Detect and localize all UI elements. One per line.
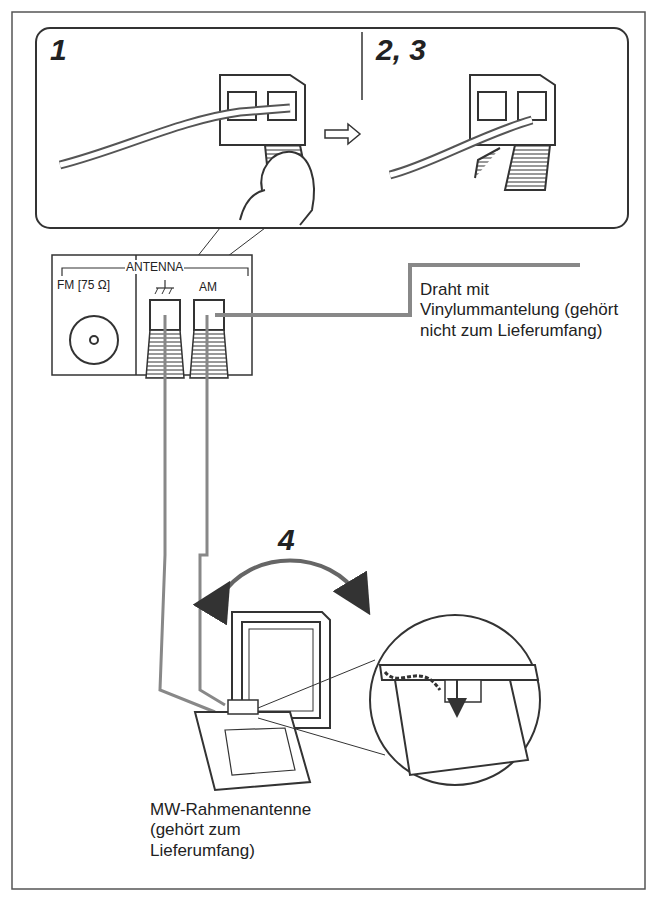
- part-label: MW-Rahmenantenne (gehört zum Lieferumfan…: [150, 800, 350, 861]
- callout-number: 1: [50, 32, 67, 68]
- terminal-label: FM [75 Ω]: [56, 278, 111, 292]
- callout-number: 2, 3: [376, 32, 426, 68]
- terminal-label: ANTENNA: [125, 260, 184, 274]
- terminal-label: AM: [198, 280, 218, 294]
- wire-label: Draht mit Vinylummantelung (gehört nicht…: [420, 280, 630, 341]
- callout-number: 4: [278, 522, 295, 558]
